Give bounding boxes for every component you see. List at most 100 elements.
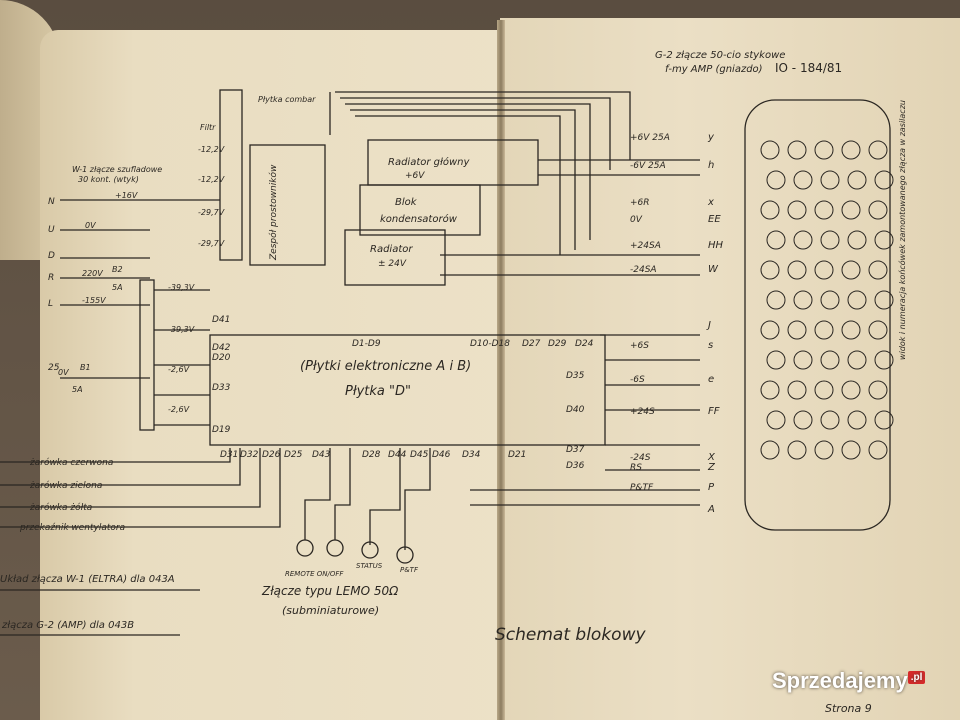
connector-pin (868, 140, 888, 160)
d-pin-label: D26 (262, 450, 281, 460)
lemo-remote: REMOTE ON/OFF (285, 570, 344, 578)
connector-pin (841, 260, 861, 280)
output-signal-label: +6R (630, 198, 650, 208)
output-pin-label: Z (707, 462, 716, 473)
book-spine (497, 20, 505, 720)
output-pin-label: s (708, 340, 713, 351)
output-pin-label: FF (708, 406, 720, 417)
connector-subtitle: f-my AMP (gniazdo) (665, 64, 763, 75)
connector-pin (868, 320, 888, 340)
lemo-ptf: P&TF (400, 566, 419, 574)
block-plytki-elektroniczne: (Płytki elektroniczne A i B) (300, 359, 471, 374)
connector-pin (841, 140, 861, 160)
watermark: Sprzedajemy.pl (772, 668, 926, 694)
connector-pin (820, 350, 840, 370)
note-w1: Układ złącza W-1 (ELTRA) dla 043A (0, 574, 175, 585)
d-pin-label: D21 (508, 450, 526, 460)
connector-pin (847, 290, 867, 310)
row-l: L (48, 299, 53, 309)
output-pin-label: EE (708, 214, 721, 225)
d-pin-label: D46 (432, 450, 451, 460)
d-pin-label: D42 (212, 343, 231, 353)
connector-pin (766, 350, 786, 370)
connector-pin (766, 170, 786, 190)
row-r: R (48, 273, 54, 283)
connector-pin (820, 410, 840, 430)
output-signal-label: -24S (630, 453, 651, 463)
watermark-text: Sprzedajemy (772, 668, 908, 693)
connector-pin (787, 200, 807, 220)
voltage-0v: 0V (85, 221, 96, 230)
block-blok: Blok (395, 197, 418, 208)
connector-pin (868, 260, 888, 280)
lemo-title: Złącze typu LEMO 50Ω (261, 584, 399, 598)
connector-pin (787, 260, 807, 280)
legend-zarowka-zielona: żarówka zielona (29, 480, 102, 491)
fuse-b2: B2 (112, 265, 123, 274)
connector-pin (793, 290, 813, 310)
row-25: 25 (48, 363, 60, 373)
fuse-b2-rating: 5A (112, 283, 123, 292)
w1-label-2: 30 kont. (wtyk) (78, 175, 139, 184)
d-pin-label: D28 (362, 450, 381, 460)
output-signal-label: 0V (630, 215, 643, 225)
connector-pin (787, 320, 807, 340)
legend-przekaznik: przekaźnik wentylatora (19, 523, 125, 533)
block-radiator-24v-voltage: ± 24V (378, 259, 407, 269)
connector-pin (814, 200, 834, 220)
d-pin-label: D29 (548, 339, 567, 349)
filter-voltage-label: -2,6V (168, 405, 190, 414)
connector-pin (766, 410, 786, 430)
connector-pin (787, 380, 807, 400)
filter-voltage-label: -39,3V (168, 283, 195, 292)
d-pin-label: D24 (575, 339, 594, 349)
block-radiator-glowny-voltage: +6V (405, 171, 425, 181)
output-pin-label: h (708, 160, 714, 171)
schemat-blokowy-title: Schemat blokowy (495, 625, 646, 645)
voltage-0v-2: 0V (58, 368, 69, 377)
connector-pin (814, 440, 834, 460)
d-pin-label: D41 (212, 315, 230, 325)
connector-pin (814, 320, 834, 340)
watermark-tld: .pl (907, 670, 926, 684)
filter-voltage-label: -12,2V (198, 145, 225, 154)
output-signal-label: -24SA (630, 265, 657, 275)
connector-pin (760, 200, 780, 220)
row-n: N (48, 197, 55, 207)
connector-pin (787, 140, 807, 160)
d-pin-label: D43 (312, 450, 331, 460)
output-signal-label: +24SA (630, 241, 661, 251)
output-signal-label: RS (630, 463, 642, 473)
connector-pin (874, 290, 894, 310)
connector-pin (760, 260, 780, 280)
note-g2: złącza G-2 (AMP) dla 043B (1, 620, 134, 631)
connector-pin (874, 350, 894, 370)
d-pin-label: D32 (240, 450, 259, 460)
block-plytka-combar: Płytka combar (258, 95, 316, 104)
d-pin-label: D19 (212, 425, 231, 435)
block-filtr: Filtr (200, 123, 216, 132)
connector-pin (820, 290, 840, 310)
connector-pin (874, 410, 894, 430)
block-radiator-glowny: Radiator główny (388, 156, 471, 168)
connector-pin (766, 290, 786, 310)
output-pin-label: X (707, 452, 716, 463)
filter-voltage-label: -29,7V (198, 208, 225, 217)
connector-pin (820, 170, 840, 190)
lemo-subtitle: (subminiaturowe) (282, 604, 379, 617)
connector-pin (760, 140, 780, 160)
block-zespol-prostownikow: Zespół prostowników (268, 164, 279, 261)
filter-voltage-label: -39,3V (168, 325, 195, 334)
d-pin-label: D31 (220, 450, 238, 460)
output-signal-label: -6V 25A (630, 161, 666, 171)
output-signal-label: P&TF (630, 483, 654, 493)
connector-pin (793, 410, 813, 430)
output-pin-label: HH (708, 240, 724, 251)
d-pin-label: D35 (566, 371, 585, 381)
d-pin-label: D36 (566, 461, 585, 471)
